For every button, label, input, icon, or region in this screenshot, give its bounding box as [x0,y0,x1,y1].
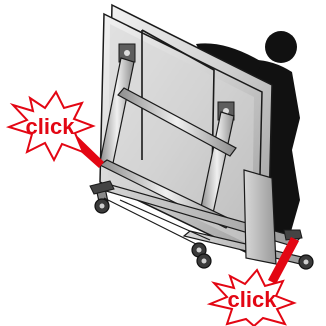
caster-wheel [299,255,313,269]
caster-wheel [197,254,211,268]
click-callout-left: click [9,92,93,160]
caster-wheel [95,199,109,213]
click-label: click [26,114,76,139]
click-callout-right: click [210,270,294,326]
end-post [244,170,276,264]
click-label: click [228,287,278,312]
